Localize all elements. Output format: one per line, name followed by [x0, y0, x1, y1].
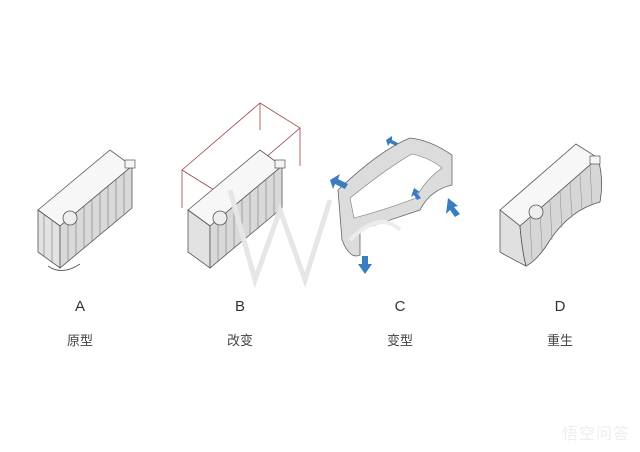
stage-caption: 改变 [226, 334, 253, 349]
watermark-logo-icon [227, 189, 402, 289]
stage-b: B 改变 [160, 0, 320, 452]
stage-a: A 原型 [0, 0, 160, 452]
arrow-icons [330, 136, 460, 274]
stage-letter: D [554, 298, 566, 315]
original-building-figure [37, 149, 136, 271]
reborn-building-figure [499, 143, 602, 267]
corner-watermark: 悟空问答 [561, 424, 630, 443]
stage-caption: 变型 [386, 334, 413, 349]
stage-letter: A [74, 298, 85, 315]
stage-letter: B [234, 298, 245, 315]
stage-d: D 重生 [480, 0, 640, 452]
stage-letter: C [394, 298, 406, 315]
stage-caption: 原型 [66, 334, 93, 349]
building-with-addition-figure [181, 102, 301, 269]
stage-caption: 重生 [546, 334, 573, 349]
